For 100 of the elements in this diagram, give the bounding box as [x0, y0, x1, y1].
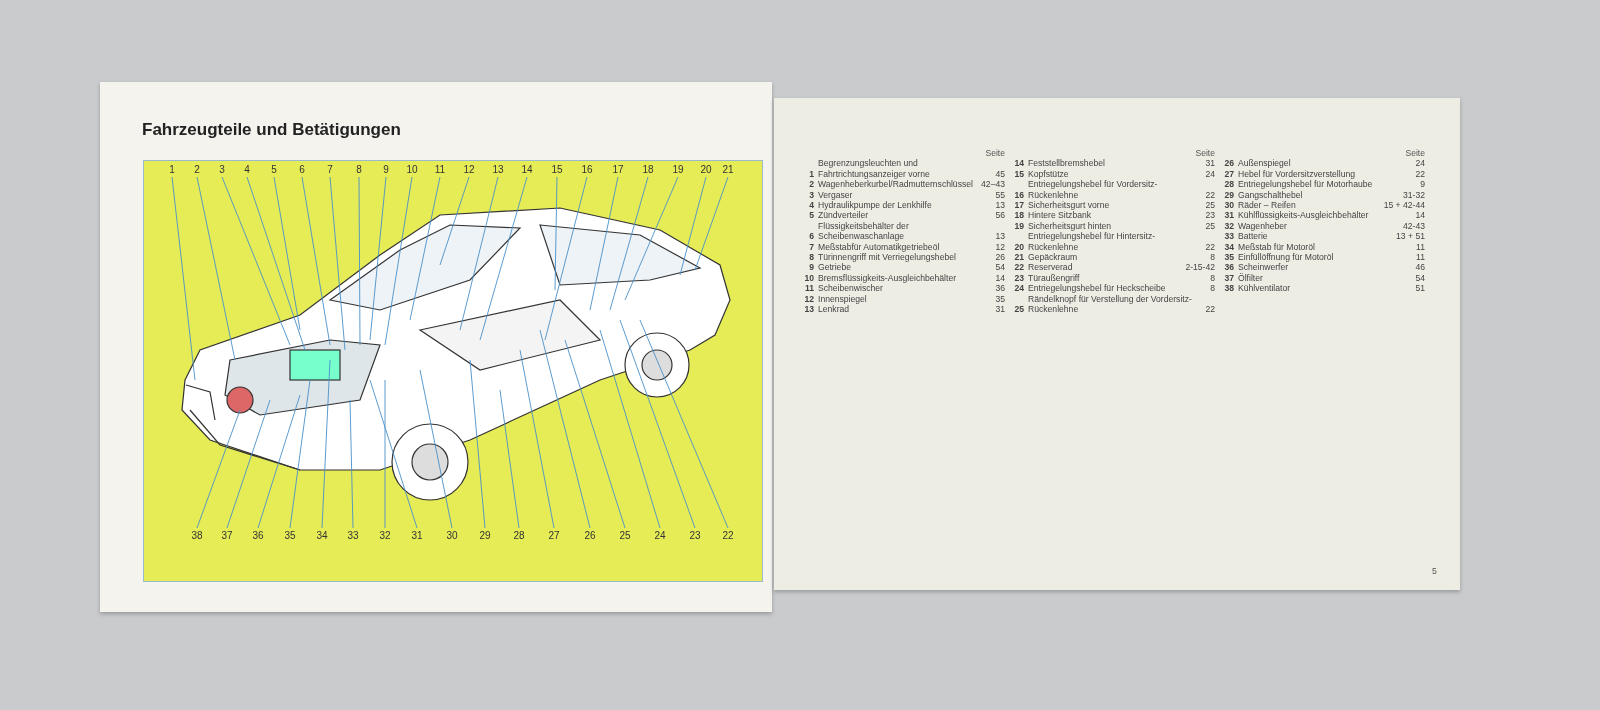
item-number: 12 [803, 293, 814, 305]
page-reference: 15 + 42-44 [1383, 200, 1425, 211]
callout-number: 5 [271, 164, 277, 175]
page-title: Fahrzeugteile und Betätigungen [142, 120, 401, 140]
page-reference: 14 [995, 272, 1005, 284]
leader-line [171, 176, 196, 381]
page-reference: 13 + 51 [1396, 231, 1425, 242]
callout-number: 25 [619, 530, 631, 541]
leader-line [554, 176, 558, 291]
callout-number: 20 [700, 164, 712, 175]
page-reference: 11 [1416, 241, 1425, 253]
leader-line [289, 379, 311, 529]
item-number: 25 [1013, 304, 1024, 315]
item-number: 13 [803, 304, 814, 315]
item-number: 27 [1223, 168, 1234, 180]
callout-number: 26 [584, 530, 596, 541]
page-reference: 14 [1415, 210, 1425, 221]
callout-number: 32 [379, 530, 391, 541]
item-number: 7 [808, 241, 814, 253]
callout-number: 30 [446, 530, 458, 541]
leader-line [589, 176, 619, 311]
part-name: Räder – Reifen [1238, 200, 1297, 211]
leader-line [301, 176, 331, 346]
leader-line [349, 399, 354, 529]
item-number: 38 [1223, 283, 1234, 294]
item-number: 23 [1013, 272, 1024, 284]
item-number: 15 [1013, 168, 1024, 180]
item-number: 6 [808, 231, 814, 242]
callout-number: 12 [463, 164, 475, 175]
page-reference: 42–43 [981, 179, 1005, 190]
callout-number: 8 [356, 164, 362, 175]
leader-line [624, 176, 679, 301]
part-name: Meßstabfür Automatikgetriebeöl [818, 241, 941, 253]
item-number: 18 [1013, 210, 1024, 221]
page-reference: 8 [1210, 283, 1215, 294]
leader-line [469, 359, 486, 529]
item-number: 29 [1223, 189, 1234, 201]
leader-line [384, 176, 413, 346]
leader-line [246, 176, 306, 351]
callout-number: 33 [347, 530, 359, 541]
page-reference: 13 [995, 200, 1005, 211]
page-reference: 22 [1415, 168, 1425, 180]
page-reference: 12 [995, 241, 1005, 253]
part-name: Türaußengriff [1028, 272, 1081, 284]
item-number: 10 [803, 272, 814, 284]
item-number: 4 [808, 200, 814, 211]
column-header: Seite [1405, 148, 1425, 159]
item-number: 35 [1223, 252, 1234, 263]
page-reference: 22 [1205, 189, 1215, 201]
page-reference: 26 [995, 252, 1005, 263]
leader-line [679, 176, 707, 276]
part-name: Entriegelungshebel für Hintersitz-Rückenlehne [1028, 231, 1157, 253]
leader-line [369, 176, 387, 341]
callout-number: 13 [492, 164, 504, 175]
page-number: 5 [1432, 566, 1437, 576]
leader-line [329, 176, 346, 351]
page-reference: 45 [995, 168, 1005, 180]
part-name: Kopfstütze [1028, 168, 1070, 180]
leader-line [257, 394, 301, 529]
callout-number: 15 [551, 164, 563, 175]
leader-line [609, 176, 649, 311]
part-name: Begrenzungsleuchten und Fahrtrichtungsanzeiger vorne [818, 158, 931, 180]
item-number: 31 [1223, 210, 1234, 221]
callout-number: 11 [434, 164, 446, 175]
leader-line [544, 176, 588, 341]
callout-number: 10 [406, 164, 418, 175]
callout-number: 3 [219, 164, 225, 175]
leader-line [564, 339, 626, 529]
part-name: Scheibenwischer [818, 283, 884, 294]
part-name: Sicherheitsgurt vorne [1028, 200, 1111, 211]
callout-number: 35 [284, 530, 296, 541]
part-name: Meßstab für Motoröl [1238, 241, 1316, 253]
callout-number: 27 [548, 530, 560, 541]
callout-number: 38 [191, 530, 203, 541]
item-number: 3 [808, 189, 814, 201]
callout-number: 6 [299, 164, 305, 175]
leader-line [321, 359, 331, 529]
callout-number: 22 [722, 530, 734, 541]
item-number: 1 [808, 168, 814, 180]
part-name: Flüssigkeitsbehälter der Scheibenwaschanlage [818, 220, 910, 242]
item-number: 17 [1013, 200, 1024, 211]
item-number: 19 [1013, 220, 1024, 232]
part-name: Entriegelungshebel für Heckscheibe [1028, 283, 1167, 294]
callout-number: 14 [521, 164, 533, 175]
item-number: 33 [1223, 231, 1234, 242]
page-reference: 23 [1205, 210, 1215, 221]
part-name: Vergaser [818, 189, 854, 201]
callout-number: 4 [244, 164, 250, 175]
part-name: Ölfilter [1238, 272, 1264, 284]
item-number: 24 [1013, 283, 1024, 294]
leader-line [221, 176, 291, 346]
leader-line [409, 176, 441, 321]
part-name: Wagenheberkurbel/Radmutternschlüssel [818, 179, 974, 190]
callout-number: 21 [722, 164, 734, 175]
item-number: 2 [808, 179, 814, 190]
item-number: 34 [1223, 241, 1234, 253]
page-reference: 25 [1205, 220, 1215, 232]
callout-number: 9 [383, 164, 389, 175]
part-name: Batterie [1238, 231, 1269, 242]
part-name: Wagenheber [1238, 220, 1288, 232]
